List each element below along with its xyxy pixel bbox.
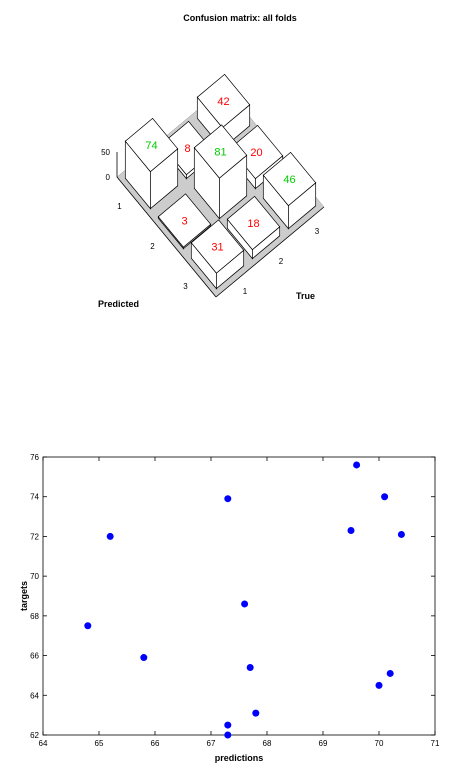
- bar-top-face: [124, 117, 179, 173]
- scatter-point: [241, 600, 249, 608]
- predicted-tick-label: 1: [117, 202, 122, 211]
- confusion-bar: 31: [190, 219, 245, 290]
- predicted-tick-label: 3: [183, 282, 188, 291]
- y-tick-label: 68: [30, 612, 39, 621]
- z-tick-label: 50: [101, 148, 110, 157]
- bar-value-label: 42: [217, 96, 229, 108]
- x-tick-label: 66: [151, 739, 160, 748]
- scatter-point: [224, 495, 232, 503]
- scatter-point: [106, 532, 114, 540]
- confusion-bar: 46: [262, 151, 317, 230]
- bar-value-label: 20: [250, 147, 262, 159]
- scatter-point: [386, 669, 394, 677]
- scatter-point: [224, 731, 232, 739]
- bar-value-label: 46: [283, 174, 295, 186]
- bar-value-label: 3: [181, 216, 187, 228]
- scatter-point: [397, 530, 405, 538]
- confusion-bar: 81: [193, 124, 248, 220]
- x-tick-label: 67: [207, 739, 216, 748]
- scatter-points: [84, 461, 405, 739]
- bar-value-label: 8: [184, 143, 190, 155]
- scatter-point: [381, 493, 389, 501]
- x-tick-label: 71: [431, 739, 440, 748]
- scatter-ylabel: targets: [19, 581, 29, 611]
- x-tick-label: 64: [39, 739, 48, 748]
- true-tick-label: 3: [315, 227, 320, 236]
- x-tick-label: 70: [375, 739, 384, 748]
- scatter-point: [353, 461, 361, 469]
- y-tick-label: 62: [30, 731, 39, 740]
- x-tick-label: 68: [263, 739, 272, 748]
- plot-frame: [42, 456, 436, 736]
- predicted-axis-line: [116, 176, 217, 298]
- bar-value-label: 74: [145, 140, 157, 152]
- bar-value-label: 18: [247, 218, 259, 230]
- bar-top-face: [157, 193, 212, 248]
- confusion-ylabel: True: [296, 291, 315, 301]
- z-tick-label: 0: [106, 173, 111, 182]
- confusion-xlabel: Predicted: [98, 299, 139, 309]
- x-tick-label: 65: [95, 739, 104, 748]
- y-tick-label: 76: [30, 453, 39, 462]
- confusion-title: Confusion matrix: all folds: [183, 13, 297, 23]
- x-tick-label: 69: [319, 739, 328, 748]
- bar-top-face: [193, 124, 248, 179]
- confusion-bars: 42 8 20 74 81 46 3 18 31: [124, 73, 317, 290]
- y-tick-label: 72: [30, 532, 39, 541]
- bar-top-face: [190, 219, 245, 274]
- scatter-point: [252, 709, 260, 717]
- confusion-bar: 74: [124, 117, 179, 210]
- bar-top-face: [262, 151, 317, 207]
- true-tick-label: 2: [279, 257, 284, 266]
- scatter-point: [375, 681, 383, 689]
- scatter-point: [224, 721, 232, 729]
- bar-top-face: [196, 73, 251, 129]
- scatter-point: [347, 526, 355, 534]
- predicted-tick-label: 2: [150, 242, 155, 251]
- y-tick-label: 66: [30, 652, 39, 661]
- confusion-bar: 18: [226, 195, 281, 260]
- y-tick-label: 74: [30, 493, 39, 502]
- scatter-xlabel: predictions: [215, 753, 264, 763]
- bar-value-label: 81: [214, 147, 226, 159]
- scatter-point: [84, 622, 92, 630]
- y-tick-label: 64: [30, 691, 39, 700]
- scatter-point: [246, 663, 254, 671]
- bar-value-label: 31: [211, 242, 223, 254]
- true-tick-label: 1: [243, 287, 248, 296]
- y-tick-label: 70: [30, 572, 39, 581]
- bar-top-face: [226, 195, 281, 251]
- scatter-point: [140, 654, 148, 662]
- confusion-bar: 3: [157, 193, 212, 250]
- true-axis-line: [215, 206, 325, 298]
